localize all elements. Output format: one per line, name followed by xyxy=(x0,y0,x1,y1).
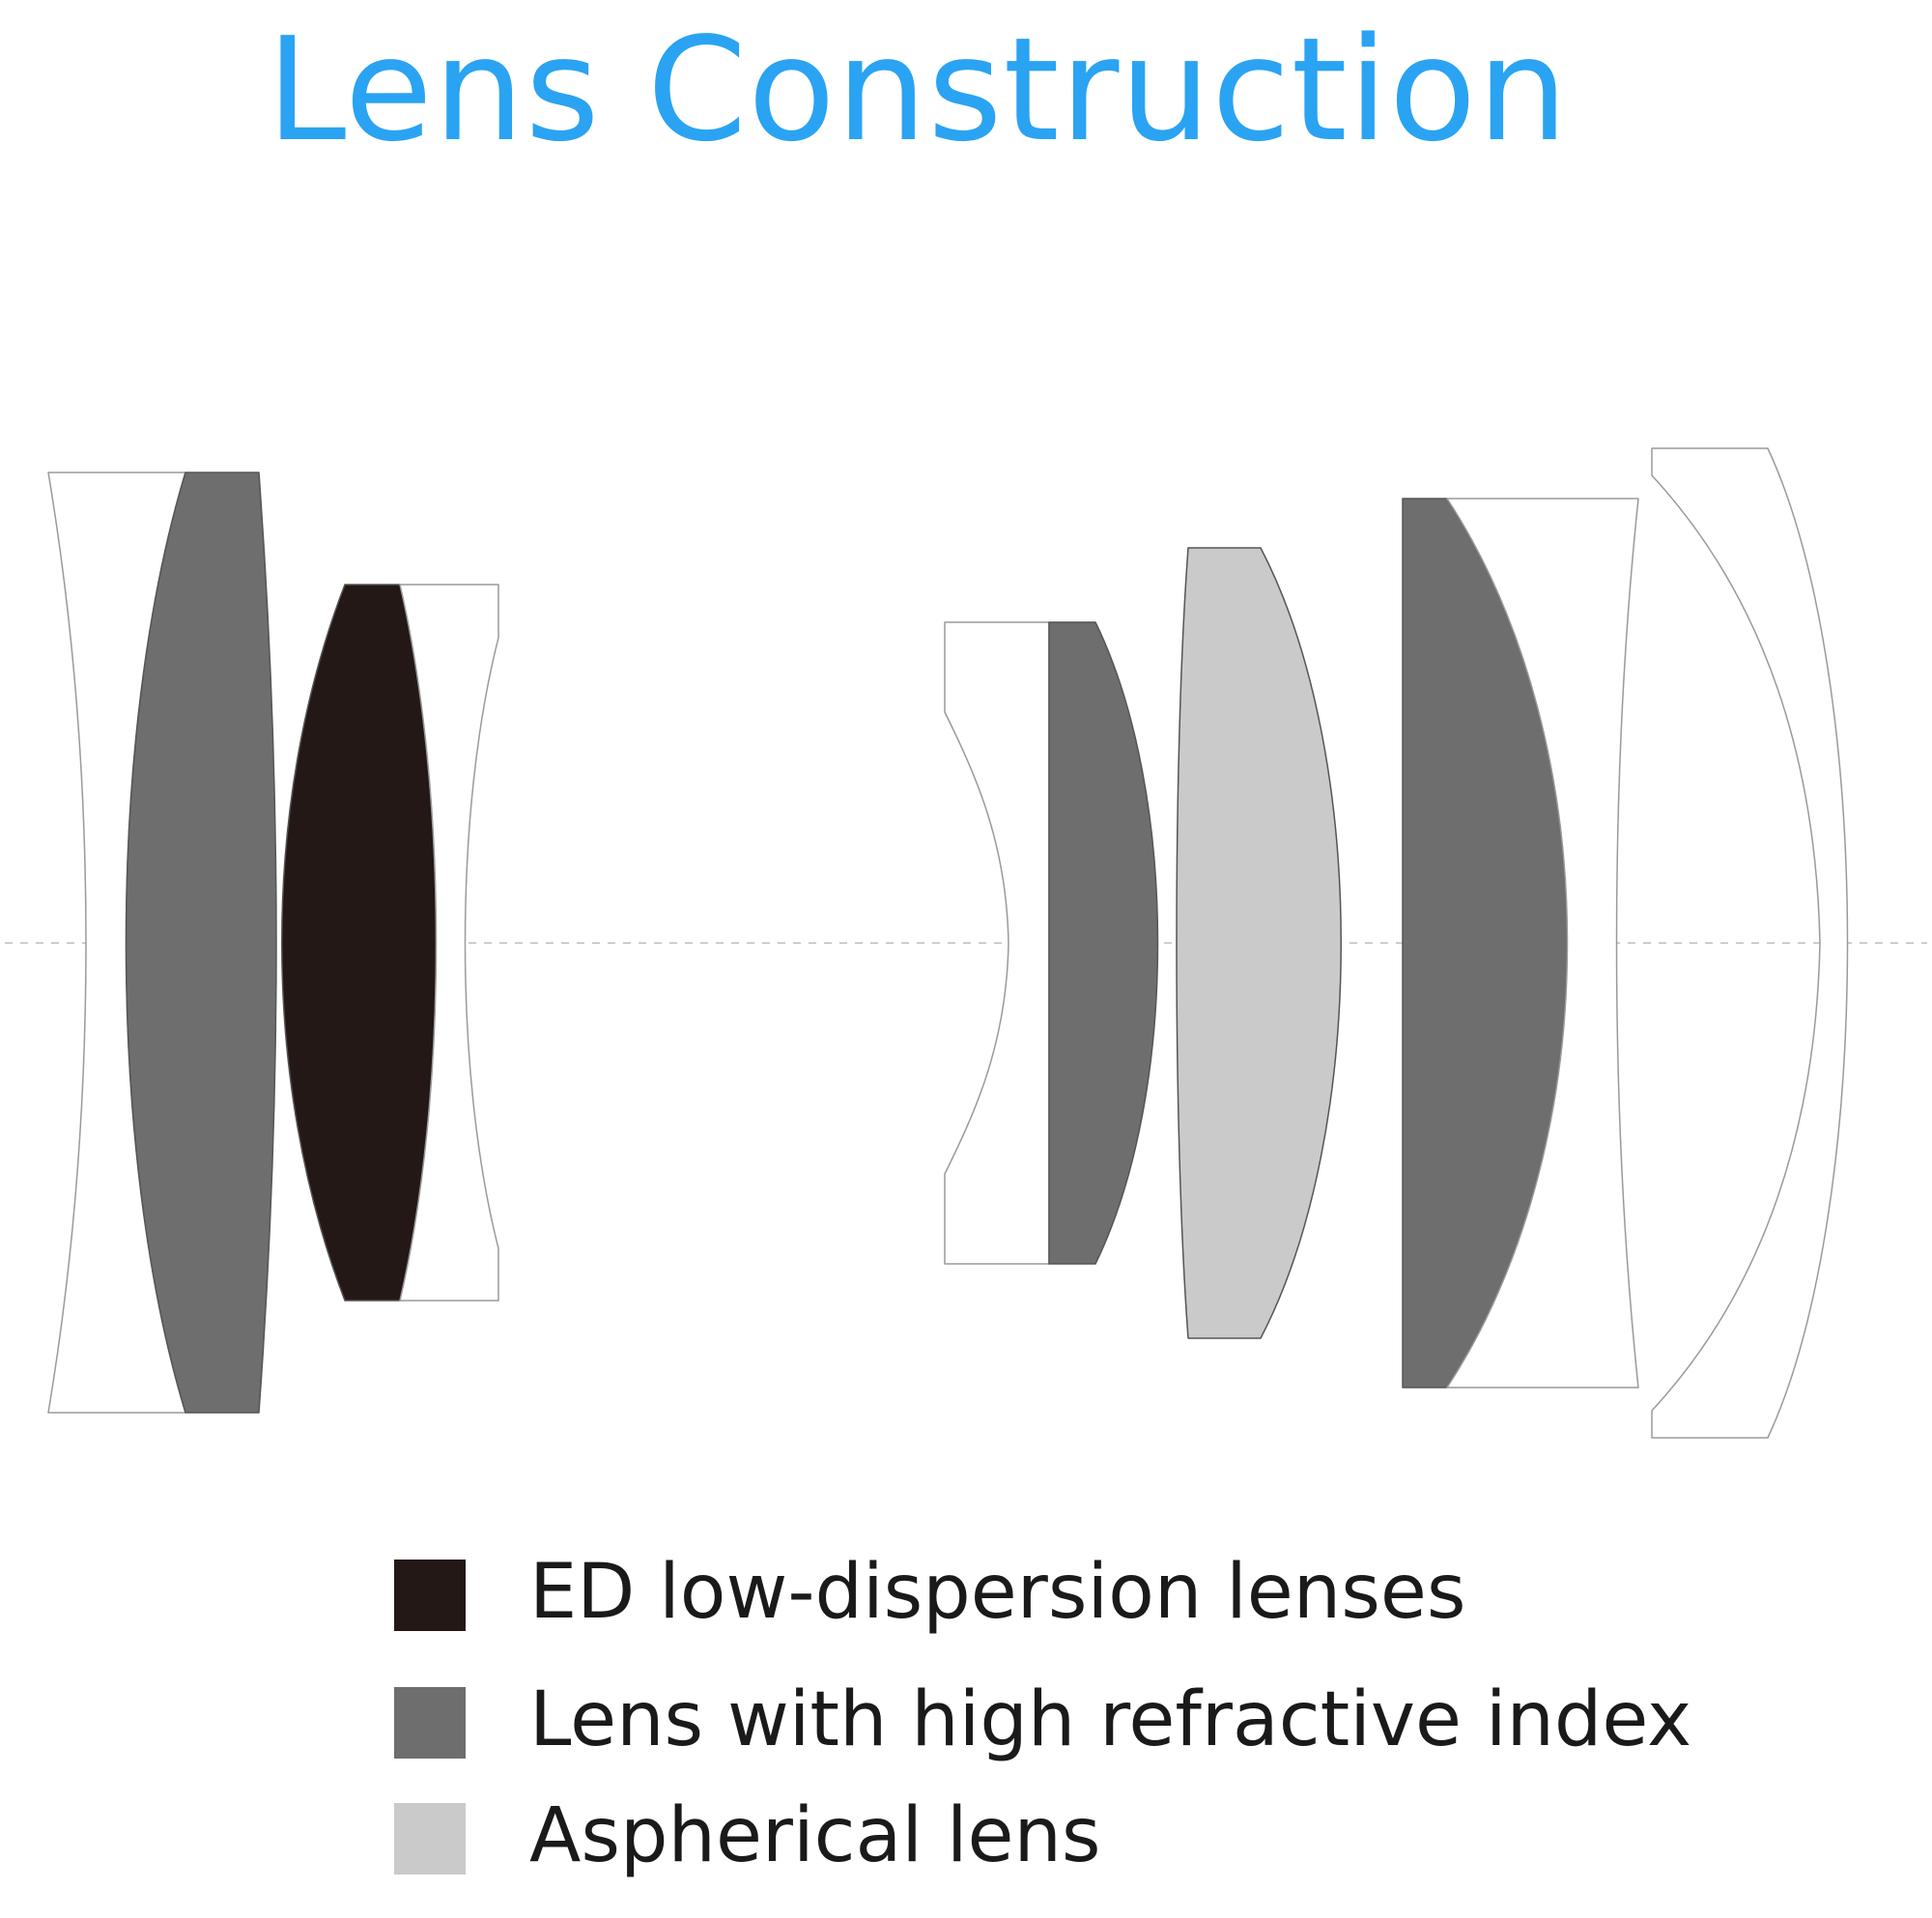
lens-element-2 xyxy=(125,472,277,1414)
lens-element-4 xyxy=(399,584,499,1302)
legend-swatch-high-index xyxy=(394,1687,466,1759)
lens-element-7 xyxy=(1176,547,1342,1339)
lens-element-10 xyxy=(1651,447,1849,1439)
legend-item-aspherical: Aspherical lens xyxy=(394,1792,1843,1879)
lens-element-6 xyxy=(1048,621,1159,1265)
legend-swatch-aspherical xyxy=(394,1803,466,1875)
legend-item-ed: ED low-dispersion lenses xyxy=(394,1549,1843,1636)
legend-label-high-index: Lens with high refractive index xyxy=(529,1676,1692,1763)
lens-element-3 xyxy=(281,584,438,1302)
legend-label-aspherical: Aspherical lens xyxy=(529,1792,1101,1879)
legend-swatch-ed xyxy=(394,1560,466,1631)
page-title: Lens Construction xyxy=(266,7,1570,173)
lens-element-9 xyxy=(1446,498,1639,1388)
legend-item-high-index: Lens with high refractive index xyxy=(394,1676,1843,1763)
lens-element-5 xyxy=(944,621,1050,1265)
legend-label-ed: ED low-dispersion lenses xyxy=(529,1549,1466,1636)
